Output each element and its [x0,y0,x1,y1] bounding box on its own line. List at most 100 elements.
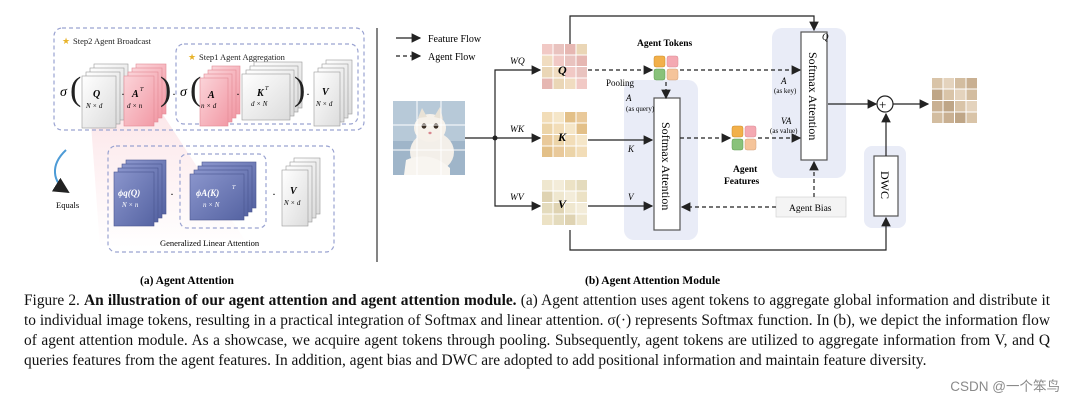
equals-label: Equals [56,200,79,210]
grid-cell [565,146,576,157]
legend-agent-label: Agent Flow [428,52,476,63]
grid-cell [542,135,553,146]
figure-illustration: ★ Step2 Agent Broadcast ★ Step1 Agent Ag… [51,15,977,287]
figure-label: Figure 2. [24,292,80,309]
k-arrow-label: K [627,144,635,154]
phi-a-sup: T [232,185,236,191]
v-symbol: V [322,87,330,98]
pooling-label: Pooling [606,78,635,88]
grid-cell [576,180,587,191]
grid-cell [576,44,587,55]
at-matrix-stack [123,63,167,127]
plus-symbol: + [879,97,886,112]
sigma-symbol: σ [180,85,188,100]
grid-cell [943,78,954,89]
v-matrix-stack [313,59,353,127]
phi-q-dims: N × n [121,201,139,209]
grid-cell [553,112,564,123]
output-feature-grid [932,78,977,123]
grid-cell [553,135,564,146]
v-feature-grid [542,180,587,225]
grid-cell [565,214,576,225]
v-dims: N × d [315,100,333,108]
grid-cell [542,214,553,225]
legend-feature-label: Feature Flow [428,34,482,45]
grid-cell [553,191,564,202]
a-symbol: A [207,90,215,101]
phi-a-dims: n × N [203,201,220,209]
star-icon: ★ [62,36,70,46]
agent-tokens [653,55,679,81]
grid-cell [955,101,966,112]
left-panel: ★ Step2 Agent Broadcast ★ Step1 Agent Ag… [51,27,365,287]
paren: ) [160,71,171,108]
phi-q-symbol: ϕq(Q) [118,188,140,198]
grid-cell [932,89,943,100]
equals-arrow [51,149,70,194]
q-top-label: Q [822,32,829,42]
grid-cell [576,123,587,134]
v-to-dwc-path [569,216,891,251]
a-matrix-stack [199,65,241,127]
grid-cell [542,123,553,134]
grid-cell [542,55,553,66]
grid-cell [966,101,977,112]
grid-cell [553,214,564,225]
grid-cell [565,135,576,146]
kt-dims: d × N [251,100,268,108]
grid-cell [553,55,564,66]
v-label: V [558,197,567,211]
v2-matrix-stack [281,157,321,227]
grid-cell [576,55,587,66]
a-dims: n × d [201,102,217,110]
grid-cell [553,44,564,55]
va-note: (as value) [770,127,798,135]
dot-symbol: · [272,187,276,201]
q-feature-grid [542,44,587,89]
grid-cell [565,55,576,66]
to-wq-line [494,65,542,138]
watermark: CSDN @一个笨鸟 [950,379,1060,394]
grid-cell [553,67,564,78]
a-key-label: A [780,76,787,86]
grid-cell [565,203,576,214]
agent-features-line1: Agent [733,165,758,175]
at-sup: T [140,87,144,93]
right-panel: Feature Flow Agent Flow WQ WK WV [393,15,977,287]
grid-cell [955,89,966,100]
va-label: VA [781,116,792,126]
grid-cell [565,191,576,202]
dot-symbol: · [172,87,176,101]
grid-cell [553,180,564,191]
at-symbol: A [131,89,139,100]
grid-cell [553,78,564,89]
right-softmax-box [800,31,828,161]
grid-cell [576,214,587,225]
kt-sup: T [265,86,269,92]
at-dims: d × n [127,102,143,110]
paren: ( [190,71,201,108]
a-query-note: (as query) [626,105,655,113]
phi-q-matrix-stack [113,159,167,227]
q-matrix-stack [81,63,129,129]
dot-symbol: · [121,87,125,101]
grid-cell [565,180,576,191]
figure-caption: Figure 2. An illustration of our agent a… [24,291,1050,371]
grid-cell [576,112,587,123]
grid-cell [565,78,576,89]
to-wv-line [494,138,542,211]
a-key-note: (as key) [774,87,797,95]
star-icon: ★ [188,52,196,62]
grid-cell [542,67,553,78]
agent-bias-label: Agent Bias [789,204,832,214]
step2-box [53,27,365,131]
step1-label: Step1 Agent Aggregation [199,52,286,62]
agent-features [731,125,757,151]
grid-cell [542,146,553,157]
v2-symbol: V [290,186,298,197]
grid-cell [955,112,966,123]
grid-cell [576,146,587,157]
kt-matrix-stack [241,61,303,121]
wk-label: WK [510,125,525,135]
grid-cell [943,112,954,123]
